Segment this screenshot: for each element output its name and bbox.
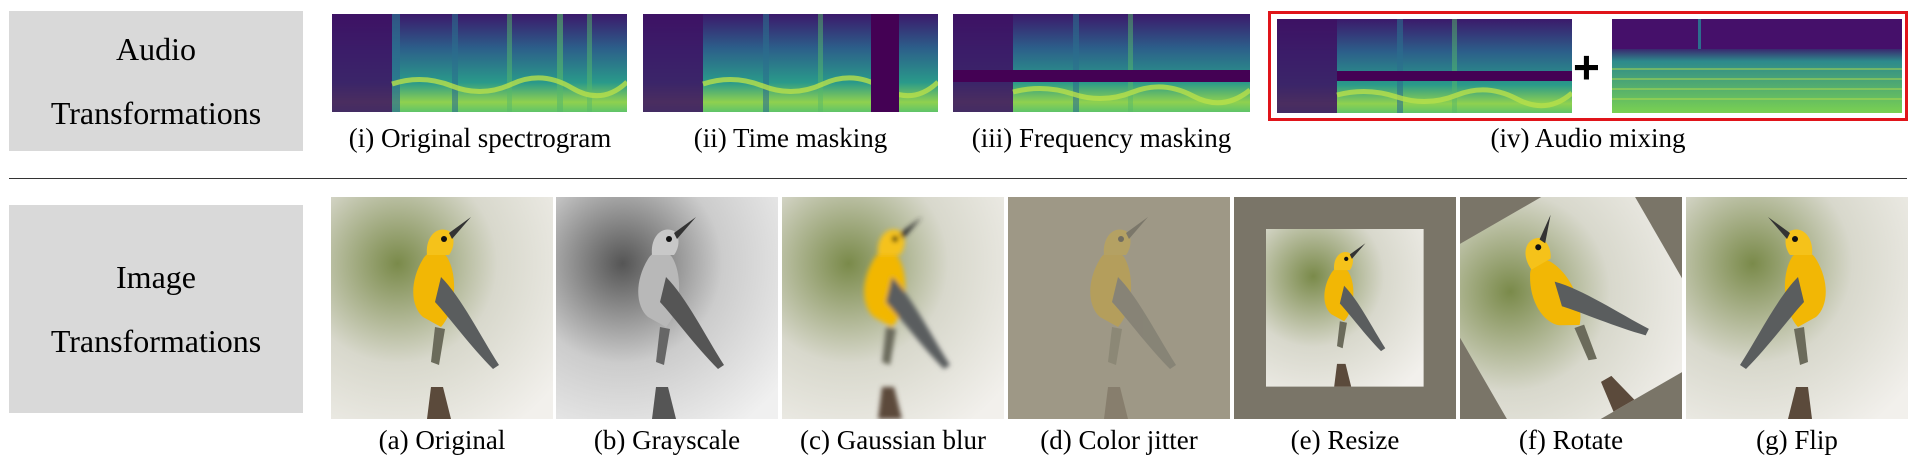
caption-gaussian-blur: (c) Gaussian blur: [800, 425, 986, 455]
caption-flip: (g) Flip: [1756, 425, 1838, 455]
image-flip: [1686, 197, 1908, 419]
image-gaussian-blur: [782, 197, 1004, 419]
caption-resize: (e) Resize: [1290, 425, 1400, 455]
caption-original-spectrogram: (i) Original spectrogram: [348, 123, 612, 153]
audio-label-line2: Transformations: [50, 95, 262, 131]
image-rotate: [1460, 197, 1682, 419]
spectrogram-time-masking: [643, 14, 938, 112]
caption-original: (a) Original: [378, 425, 506, 455]
image-color-jitter: [1008, 197, 1230, 419]
caption-rotate: (f) Rotate: [1518, 425, 1624, 455]
image-transformations-label: Image Transformations: [9, 205, 303, 413]
image-label-line2: Transformations: [50, 323, 262, 359]
image-label-line1: Image: [116, 259, 196, 295]
audio-mixing-highlight-box: [1268, 11, 1908, 121]
caption-audio-mixing: (iv) Audio mixing: [1490, 123, 1686, 153]
audio-label-line1: Audio: [116, 31, 196, 67]
caption-grayscale: (b) Grayscale: [593, 425, 741, 455]
image-resize: [1234, 197, 1456, 419]
caption-color-jitter: (d) Color jitter: [1040, 425, 1198, 455]
image-original: [331, 197, 553, 419]
spectrogram-original: [332, 14, 627, 112]
caption-frequency-masking: (iii) Frequency masking: [971, 123, 1232, 153]
audio-transformations-label: Audio Transformations: [9, 11, 303, 151]
spectrogram-mix-second: [1612, 19, 1902, 113]
spectrogram-mix-source: [1277, 19, 1572, 113]
section-divider: [9, 178, 1907, 179]
caption-time-masking: (ii) Time masking: [693, 123, 888, 153]
spectrogram-frequency-masking: [953, 14, 1250, 112]
image-grayscale: [556, 197, 778, 419]
mix-plus-symbol: +: [1573, 41, 1600, 93]
